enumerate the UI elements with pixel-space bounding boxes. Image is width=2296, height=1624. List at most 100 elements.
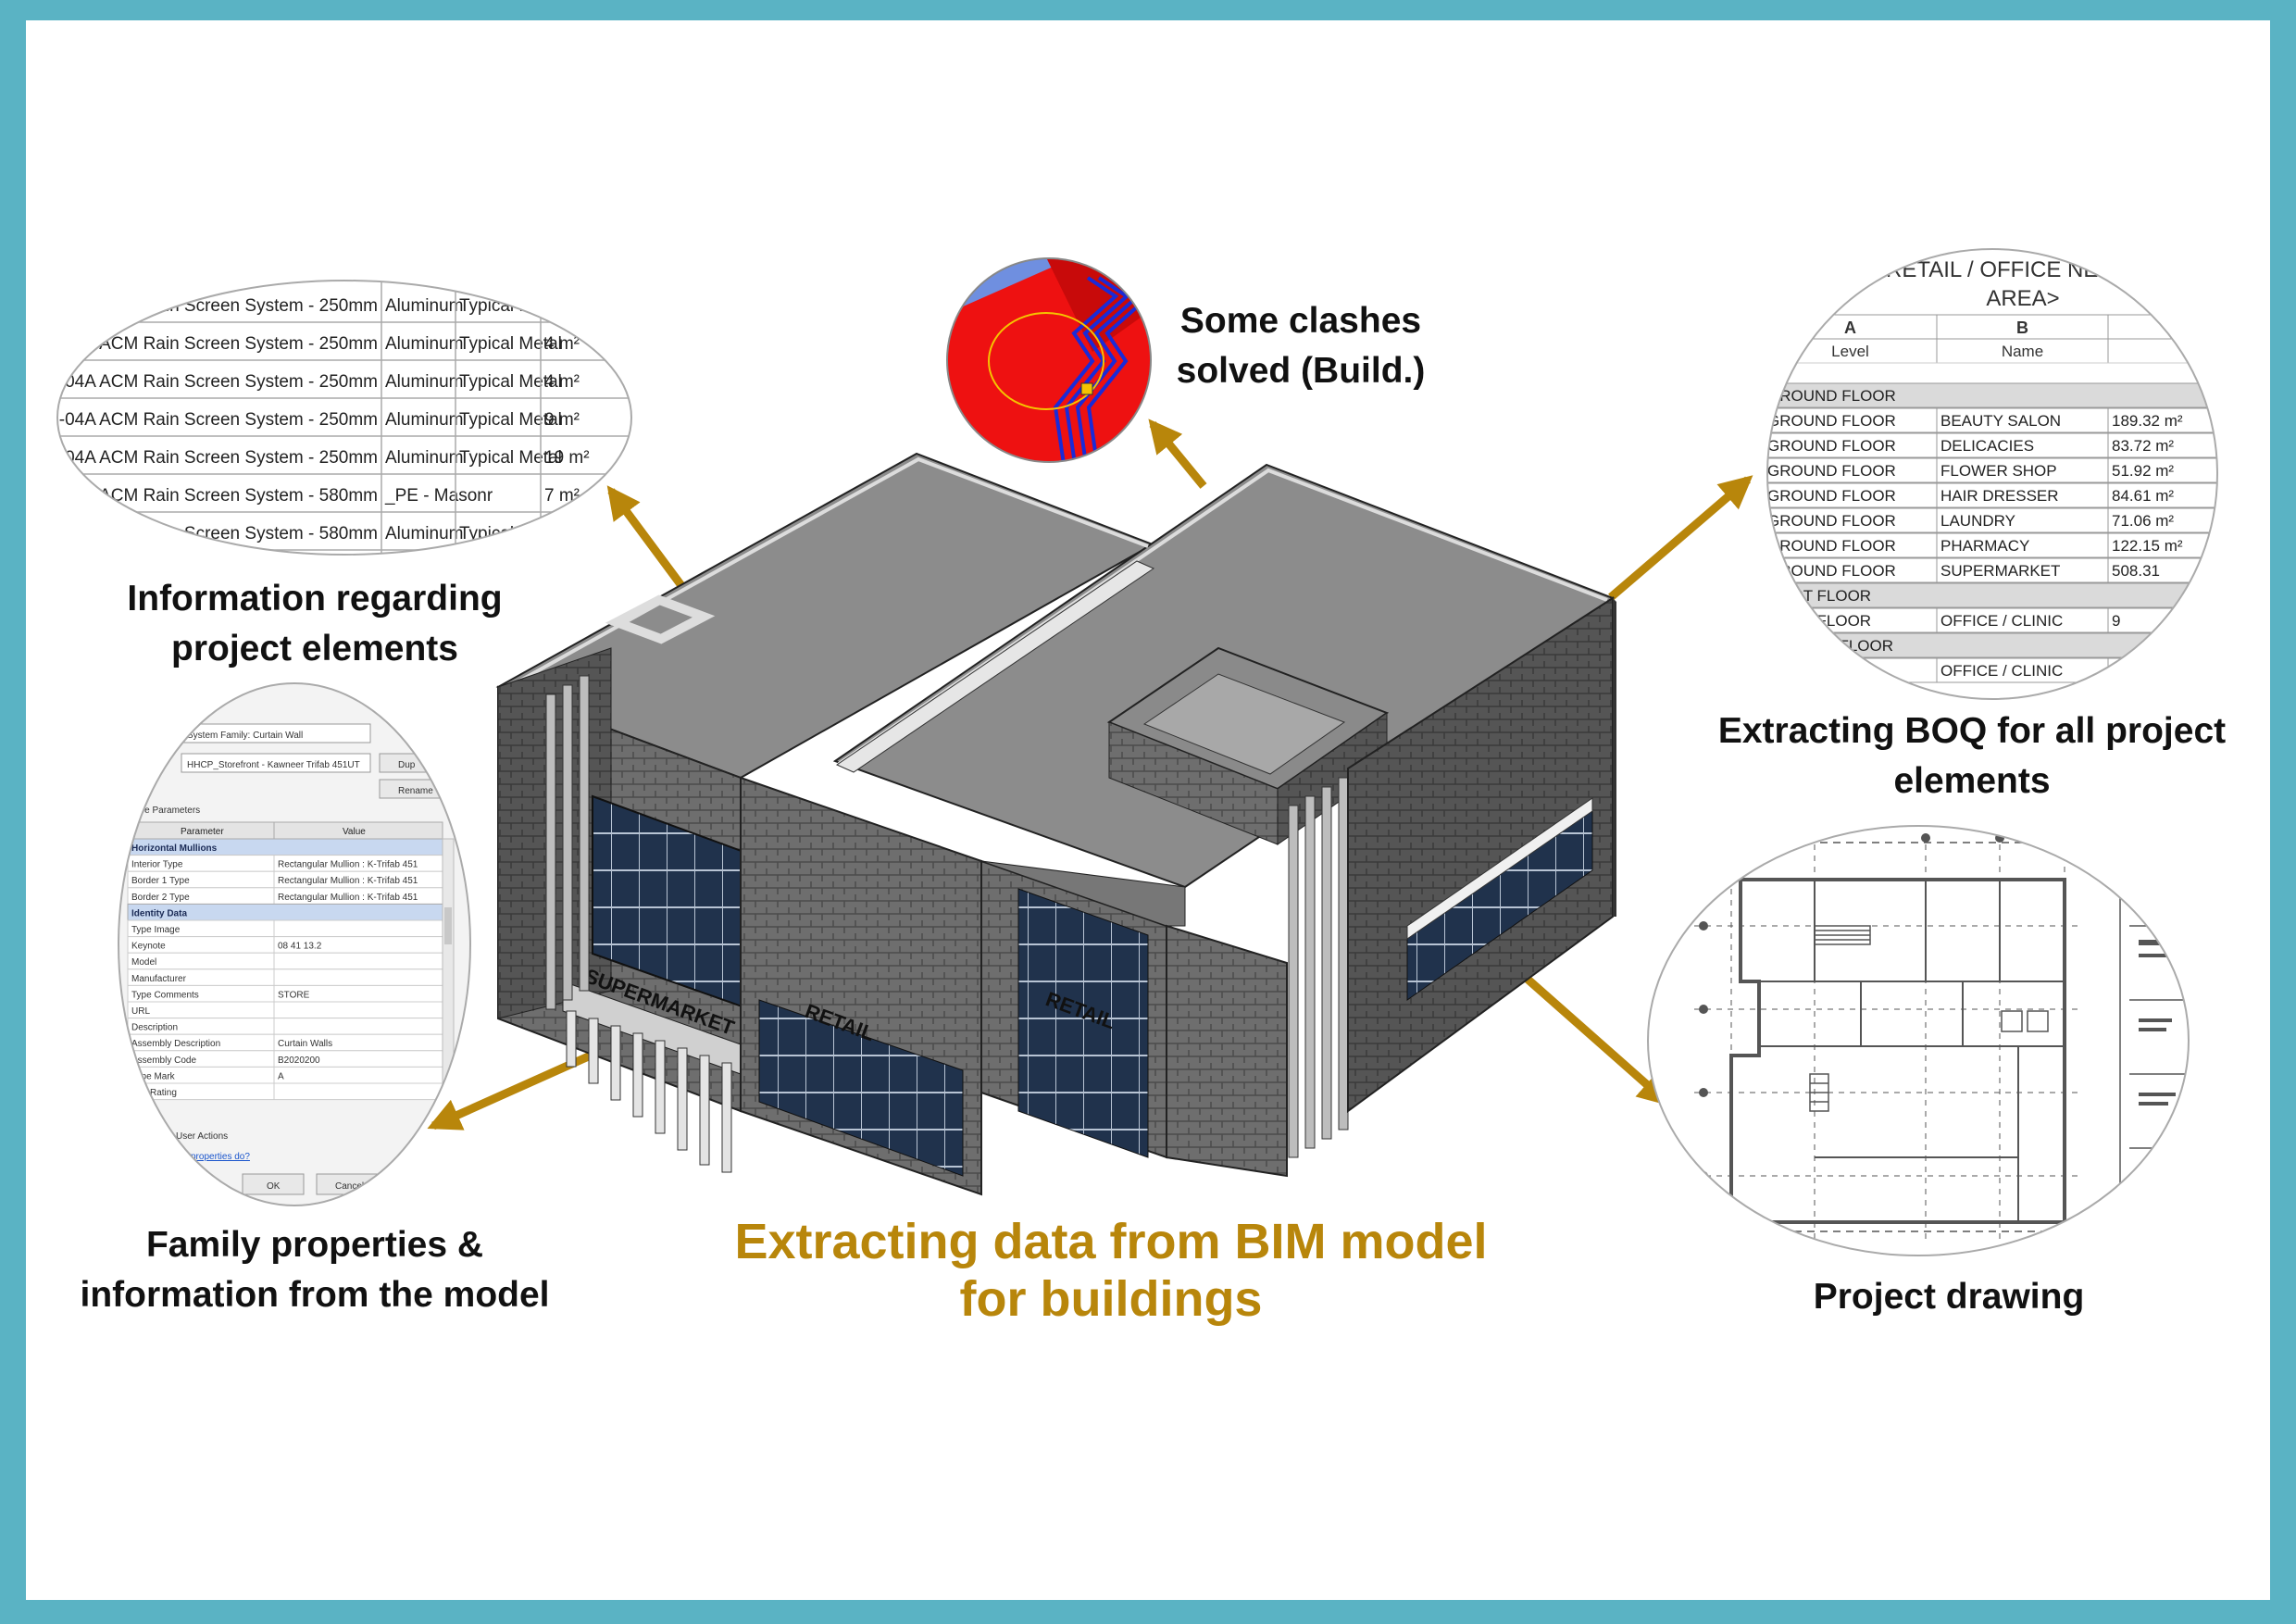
- parameters-scrollbar[interactable]: [442, 838, 455, 1136]
- label-clashes-line2: solved (Build.): [1176, 351, 1426, 391]
- boq-level: GROUND FLOOR: [1767, 437, 1896, 455]
- label-drawing-line1: Project drawing: [1813, 1277, 2085, 1317]
- table-row[interactable]: Border 2 Type Rectangular Mullion : K-Tri…: [127, 887, 443, 905]
- parameter-name: Border 1 Type: [131, 876, 190, 886]
- main-title-line2: for buildings: [959, 1271, 1263, 1327]
- parameter-name: Type Mark: [131, 1071, 176, 1081]
- boq-name: OFFICE / CLINIC: [1940, 612, 2063, 630]
- table-row: GROUND FLOOR BEAUTY SALON 189.32 m²: [1767, 407, 2217, 433]
- table-cell: Aluminum: [385, 372, 463, 392]
- boq-level: GROUND FLOOR: [1767, 512, 1896, 530]
- label-boq-line2: elements: [1893, 761, 2051, 801]
- type-dropdown[interactable]: [181, 753, 371, 773]
- table-row[interactable]: Type Image: [127, 919, 443, 938]
- type-dropdown-value: HHCP_Storefront - Kawneer Trifab 451UT: [187, 760, 360, 770]
- ok-button-label: OK: [267, 1181, 281, 1192]
- table-cell: Typical Metal: [459, 334, 562, 354]
- table-cell: Typical Metal: [459, 448, 562, 468]
- table-cell: 4 m²: [544, 372, 580, 392]
- parameter-name: Fire Rating: [131, 1088, 177, 1098]
- table-cell: Aluminum: [385, 296, 463, 316]
- parameter-name: Border 2 Type: [131, 893, 190, 903]
- boq-level: GROUND FLOOR: [1767, 412, 1896, 430]
- parameter-name: Keynote: [131, 942, 166, 952]
- column-head-level: Level: [1831, 343, 1869, 360]
- boq-area: 9: [2112, 612, 2120, 630]
- table-row[interactable]: Model: [127, 952, 443, 970]
- table-cell: Wall: EWS-04A ACM Rain Screen System - 5…: [0, 486, 378, 506]
- boq-name: SUPERMARKET: [1940, 562, 2060, 580]
- boq-name: OFFICE / CLINIC: [1940, 662, 2063, 680]
- boq-group-label: GROUND FLOOR: [1767, 387, 1896, 405]
- label-family: Family properties & information from the…: [56, 1220, 574, 1320]
- table-cell: 4 m²: [544, 334, 580, 354]
- boq-name: BEAUTY SALON: [1940, 412, 2061, 430]
- table-row[interactable]: Fire Rating: [127, 1082, 443, 1101]
- properties-link[interactable]: properties do?: [191, 1152, 250, 1162]
- parameter-value: Rectangular Mullion : K-Trifab 451: [278, 893, 418, 903]
- cancel-button-label: Cancel: [335, 1181, 364, 1192]
- boq-name: PHARMACY: [1940, 537, 2029, 555]
- parameter-name: URL: [131, 1006, 150, 1017]
- boq-area: 122.15 m²: [2112, 537, 2183, 555]
- table-cell: 9 m²: [544, 410, 580, 430]
- parameter-group[interactable]: Horizontal Mullions: [127, 838, 443, 856]
- label-drawing: Project drawing: [1759, 1272, 2139, 1322]
- boq-name: FLOWER SHOP: [1940, 462, 2057, 480]
- parameter-value: 08 41 13.2: [278, 942, 322, 952]
- table-row[interactable]: Keynote 08 41 13.2: [127, 936, 443, 954]
- table-row: GROUND FLOOR LAUNDRY 71.06 m²: [1767, 507, 2217, 533]
- ok-button[interactable]: [242, 1173, 305, 1195]
- boq-level: GROUND FLOOR: [1767, 487, 1896, 505]
- parameter-name: Manufacturer: [131, 974, 187, 984]
- family-dropdown-value: System Family: Curtain Wall: [187, 731, 303, 741]
- parameter-value: Rectangular Mullion : K-Trifab 451: [278, 860, 418, 870]
- boq-name: HAIR DRESSER: [1940, 487, 2059, 505]
- parameter-group-label: Identity Data: [131, 908, 187, 918]
- boq-name: LAUNDRY: [1940, 512, 2015, 530]
- boq-level: GROUND FLOOR: [1767, 462, 1896, 480]
- table-row[interactable]: URL: [127, 1001, 443, 1019]
- boq-area: 189.32 m²: [2112, 412, 2183, 430]
- column-parameter: Parameter: [181, 827, 224, 837]
- main-title: Extracting data from BIM model for build…: [648, 1213, 1574, 1328]
- column-head-name: Name: [2002, 343, 2043, 360]
- label-elements-line1: Information regarding: [127, 579, 503, 618]
- boq-area: 71.06 m²: [2112, 512, 2174, 530]
- parameter-group[interactable]: Identity Data: [127, 903, 443, 921]
- boq-group-row: SECOND FLOOR: [1767, 632, 2217, 658]
- boq-group-label: FIRST FLOOR: [1767, 587, 1871, 605]
- boq-level: GROUND FLOOR: [1767, 562, 1896, 580]
- table-row[interactable]: Description: [127, 1018, 443, 1035]
- table-cell: 19 m²: [544, 448, 590, 468]
- column-value: Value: [343, 827, 366, 837]
- table-cell: Aluminum: [385, 448, 463, 468]
- family-properties-bubble: System Family: Curtain Wall HHCP_Storefr…: [118, 682, 471, 1206]
- boq-level: GROUND FLOOR: [1767, 537, 1896, 555]
- boq-group-label: SECOND FLOOR: [1767, 637, 1893, 655]
- parameter-value: Curtain Walls: [278, 1039, 332, 1049]
- parameter-value: B2020200: [278, 1056, 320, 1066]
- table-cell: Basic Wall: EWS-04A ACM Rain Screen Syst…: [0, 372, 378, 392]
- table-row: Basic Wall: EWS-04A ACM Rain Screen Syst…: [57, 410, 631, 437]
- parameter-group-label: Horizontal Mullions: [131, 843, 218, 854]
- table-row: OFFICE / CLINIC: [1767, 657, 2217, 683]
- main-title-line1: Extracting data from BIM model: [734, 1214, 1488, 1269]
- table-cell: Aluminum: [385, 410, 463, 430]
- parameter-name: Type Image: [131, 925, 181, 935]
- boq-name: DELICACIES: [1940, 437, 2034, 455]
- rename-button-label: Rename: [398, 786, 433, 796]
- table-row[interactable]: Manufacturer: [127, 968, 443, 986]
- table-cell: Wall: EWS-04A ACM Rain Screen System - 2…: [0, 334, 378, 354]
